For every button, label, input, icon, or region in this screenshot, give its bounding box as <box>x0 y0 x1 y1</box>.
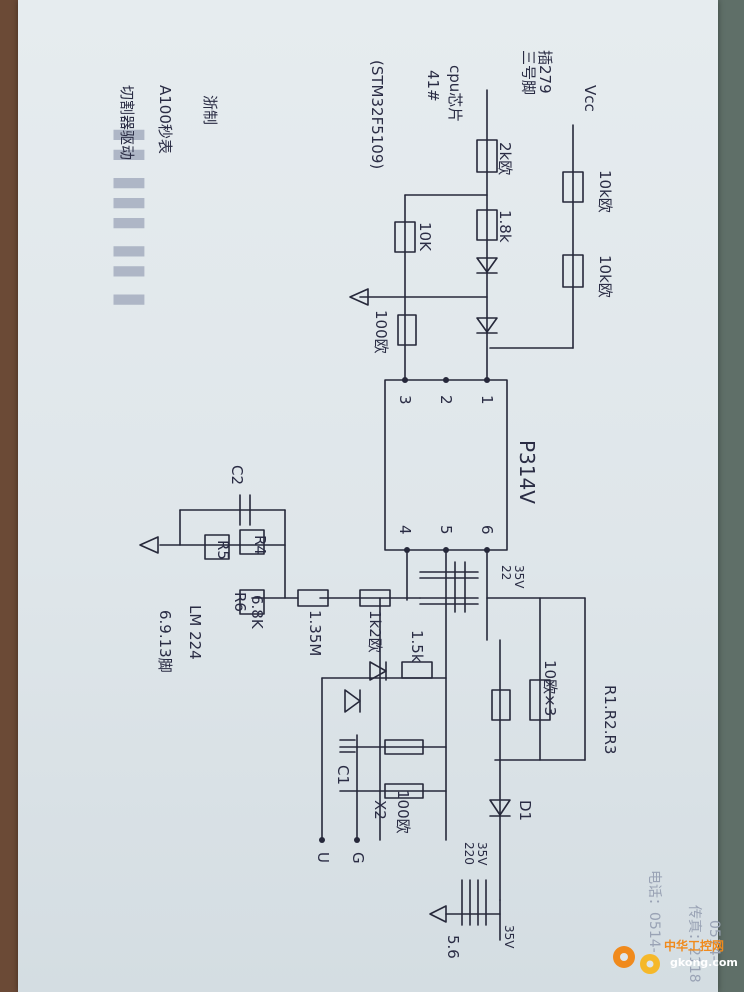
resistor-2k <box>476 139 498 173</box>
resistor-vcc-2 <box>562 254 584 288</box>
resistor-r5 <box>204 534 230 560</box>
label-c-35v: 35V22 <box>499 565 526 589</box>
resistor-15k <box>401 661 433 679</box>
resistor-1k8 <box>476 209 498 241</box>
resistor-r4 <box>239 529 265 555</box>
label-stm: (STM32F5109) <box>368 60 386 169</box>
resistor-100 <box>397 314 417 346</box>
diode-1 <box>476 257 498 273</box>
label-r-vcc1: 10k欧 <box>596 170 614 213</box>
label-x2: X2 <box>371 800 389 820</box>
diode-small <box>369 661 387 681</box>
label-r5: R5 <box>214 540 232 560</box>
label-r-2k: 2k欧 <box>496 142 514 175</box>
resistor-1k2 <box>359 589 391 607</box>
desk-left <box>0 0 22 992</box>
label-pins: 插279三号脚 <box>520 50 555 95</box>
label-r-100: 100欧 <box>372 310 390 354</box>
label-c-35v2: 35V220 <box>462 842 489 866</box>
label-c1: C1 <box>334 765 352 785</box>
print-line1: 电话：0514- <box>646 870 662 953</box>
resistor-vcc-1 <box>562 171 584 203</box>
pin-5: 5 <box>437 525 455 535</box>
print-line3: 0514- <box>706 920 722 961</box>
note-line1: 浙制 <box>201 95 219 125</box>
ground-bottom-icon <box>429 905 447 923</box>
note-line2: A100秒表 <box>156 85 174 154</box>
resistor-10k <box>394 221 416 253</box>
label-r-135m: 1.35M <box>306 610 324 656</box>
label-56: 5.6 <box>444 935 462 959</box>
vcc-network <box>349 89 584 383</box>
label-c2: C2 <box>228 465 246 485</box>
watermark-domain: gkong.com <box>670 956 738 969</box>
label-vcc: Vcc <box>581 85 599 112</box>
label-r-10x3: 10欧×3 <box>541 660 559 716</box>
diode-2 <box>476 317 498 333</box>
label-r4: R4 <box>251 535 269 555</box>
label-d1: D1 <box>516 800 534 821</box>
diode-d1 <box>489 799 511 816</box>
label-g: G <box>349 852 367 864</box>
label-cpu-pin: 41# <box>424 70 442 102</box>
pin-2: 2 <box>437 395 455 405</box>
resistor-r6 <box>239 589 265 615</box>
ground-feedback-icon <box>139 536 159 554</box>
paper-sheet <box>18 0 718 992</box>
label-r-1k8: 1.8k <box>496 210 514 243</box>
ic-label: P314V <box>515 440 539 504</box>
resistor-10x3 <box>529 679 551 721</box>
print-line2: 传真：2118 <box>686 905 702 983</box>
label-r-10k: 10K <box>416 222 434 252</box>
label-cpu: cpu芯片 <box>446 65 464 122</box>
diode-left <box>344 689 361 713</box>
pin-4: 4 <box>396 525 414 535</box>
power-stage <box>139 494 586 941</box>
label-lm-pins: 6.9.13脚 <box>156 610 174 673</box>
label-r-vcc2: 10k欧 <box>596 255 614 298</box>
label-lm: LM 224 <box>186 605 204 660</box>
label-r123: R1.R2.R3 <box>601 685 619 754</box>
pin-3: 3 <box>396 395 414 405</box>
labels: Vcc 插279三号脚 cpu芯片 41# (STM32F5109) 浙制 A1… <box>118 50 722 983</box>
label-r6-val: 6.8K <box>248 595 266 630</box>
label-r-15k: 1.5k <box>408 630 426 663</box>
label-u: U <box>314 852 332 863</box>
pin-1: 1 <box>478 395 496 405</box>
watermark-site: 中华工控网 <box>664 938 724 953</box>
print-band: ▌▌ ▌▌▌ ▌▌ ▌ <box>113 129 145 315</box>
pin-6: 6 <box>478 525 496 535</box>
watermark: 中华工控网 gkong.com <box>613 938 738 974</box>
note-line3: 切割器驱动 <box>118 85 136 160</box>
label-r6: R6 <box>231 592 249 612</box>
ground-top-icon <box>349 288 369 306</box>
label-r-100b: 100欧 <box>394 790 412 834</box>
resistor-mid <box>491 689 511 721</box>
label-r-1k2: 1k2欧 <box>366 610 384 653</box>
label-c-35v3: 35V <box>502 925 516 949</box>
